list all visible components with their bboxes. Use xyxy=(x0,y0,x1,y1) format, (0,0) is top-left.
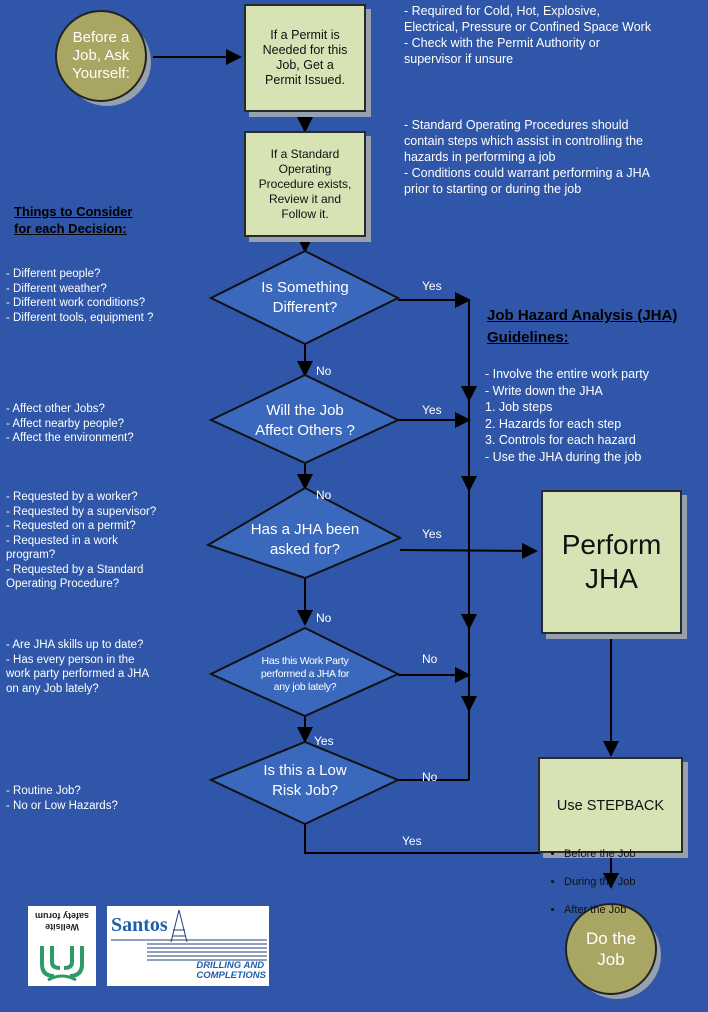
edge-label-d3-right: Yes xyxy=(422,527,442,541)
stepback-box: Use STEPBACK Before the Job During the J… xyxy=(538,757,683,916)
jha-guidelines: - Involve the entire work party - Write … xyxy=(485,367,649,464)
permit-box: If a Permit is Needed for this Job, Get … xyxy=(244,4,366,112)
wellsite-logo: Wellsite safety forum xyxy=(28,906,96,986)
stepback-title: Use STEPBACK xyxy=(556,798,665,814)
sop-box: If a Standard Operating Procedure exists… xyxy=(244,131,366,237)
decision-4-text: Has this Work Party performed a JHA for … xyxy=(260,654,350,693)
stepback-item: During the Job xyxy=(564,875,681,889)
wellsite-emblem-icon xyxy=(40,946,84,982)
end-node: Do the Job xyxy=(585,929,637,969)
edge-label-d2-down: No xyxy=(316,488,332,502)
start-node: Before a Job, Ask Yourself: xyxy=(72,29,130,82)
consideration-5: - Routine Job? - No or Low Hazards? xyxy=(6,785,118,812)
santos-subtitle: DRILLING AND COMPLETIONS xyxy=(196,960,266,981)
edge-label-d1-right: Yes xyxy=(422,279,442,293)
decision-diamond-2 xyxy=(208,373,401,465)
permit-notes: - Required for Cold, Hot, Explosive, Ele… xyxy=(404,4,652,66)
stepback-item: Before the Job xyxy=(564,847,681,861)
decision-diamond-3 xyxy=(205,486,403,580)
line-d5-yes xyxy=(304,823,540,854)
edge-label-d2-right: Yes xyxy=(422,403,442,417)
santos-rig-icon xyxy=(111,909,267,961)
edge-label-d3-down: No xyxy=(316,611,332,625)
edge-label-d1-down: No xyxy=(316,364,332,378)
edge-label-d5-right: No xyxy=(422,770,438,784)
decision-1-text: Is Something Different? xyxy=(261,279,349,316)
santos-logo: Santos DRILLING AND COMPLETIONS xyxy=(107,906,269,986)
decision-5-text: Is this a Low Risk Job? xyxy=(263,762,347,799)
edge-label-d5-down: Yes xyxy=(402,834,422,848)
consideration-4: - Are JHA skills up to date? - Has every… xyxy=(6,639,150,695)
considerations-heading: Things to Consider for each Decision: xyxy=(14,204,133,236)
consideration-2: - Affect other Jobs? - Affect nearby peo… xyxy=(6,403,134,444)
santos-logo-text: Santos xyxy=(111,914,168,936)
edge-label-d4-down: Yes xyxy=(314,734,334,748)
stepback-list: Before the Job During the Job After the … xyxy=(540,833,681,931)
decision-2-text: Will the Job Affect Others ? xyxy=(255,402,355,439)
sop-notes: - Standard Operating Procedures should c… xyxy=(404,118,650,196)
decision-diamond-1 xyxy=(208,249,401,346)
decision-diamond-5 xyxy=(208,740,401,826)
end-circle xyxy=(565,903,657,995)
start-circle xyxy=(55,10,147,102)
arrow-d3-to-jha xyxy=(399,542,538,559)
perform-jha-box: Perform JHA xyxy=(541,490,682,634)
decision-3-text: Has a JHA been asked for? xyxy=(250,521,360,558)
consideration-1: - Different people? - Different weather?… xyxy=(6,268,154,324)
consideration-3: - Requested by a worker? - Requested by … xyxy=(6,491,157,590)
decision-diamond-4 xyxy=(208,626,401,718)
jha-heading: Job Hazard Analysis (JHA) Guidelines: xyxy=(487,307,678,346)
stepback-item: After the Job xyxy=(564,903,681,917)
edge-label-d4-right: No xyxy=(422,652,438,666)
